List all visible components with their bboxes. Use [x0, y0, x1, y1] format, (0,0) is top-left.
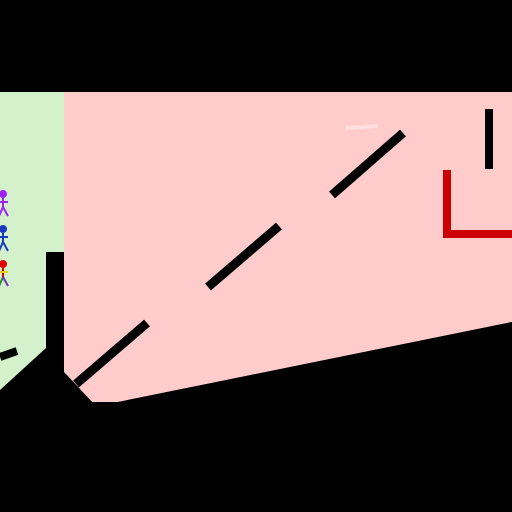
wall-segment	[205, 222, 282, 291]
faint-mark	[345, 124, 379, 130]
player-limb	[2, 241, 9, 252]
terrain-floor	[0, 252, 512, 512]
marker-horizontal	[443, 230, 512, 238]
zone-right	[64, 92, 512, 402]
player-limb	[0, 241, 4, 252]
player-figure[interactable]	[0, 225, 9, 252]
wall-segment	[73, 319, 150, 388]
player-head	[0, 190, 7, 198]
marker-vertical	[443, 170, 451, 238]
wall-stub-left	[0, 347, 19, 361]
player-figure[interactable]	[0, 260, 9, 287]
wall-dashed-diagonal	[73, 129, 406, 388]
red-l-marker	[443, 170, 512, 238]
player-head	[0, 260, 7, 268]
player-limb	[2, 206, 9, 217]
wall-segment	[329, 129, 406, 199]
wall-pillar	[46, 252, 64, 352]
player-head	[0, 225, 7, 233]
players	[0, 190, 9, 287]
wall-post	[485, 109, 493, 169]
player-limb	[0, 276, 4, 287]
player-limb	[0, 206, 4, 217]
player-limb	[2, 276, 9, 287]
player-figure[interactable]	[0, 190, 9, 217]
